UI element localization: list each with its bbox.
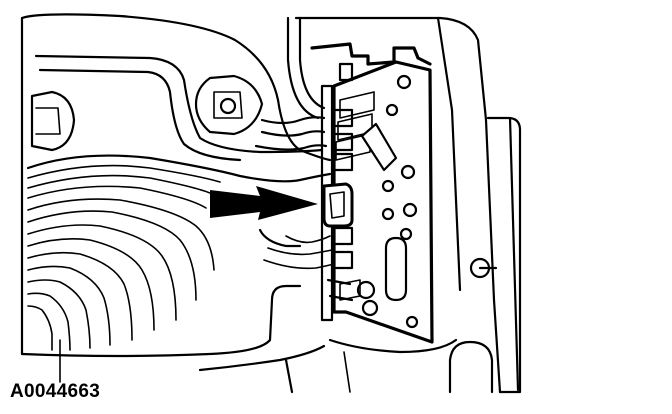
highlighted-terminal bbox=[322, 182, 354, 228]
key-slot bbox=[384, 236, 408, 302]
latch-tab bbox=[360, 122, 398, 172]
terminal-hole bbox=[396, 74, 412, 90]
lower-housing bbox=[328, 338, 494, 394]
figure-id-label: A0044663 bbox=[10, 381, 101, 402]
contour-body bbox=[20, 13, 332, 394]
retainer-clip-center bbox=[194, 74, 264, 136]
electrical-connector bbox=[310, 42, 434, 344]
wire-harness bbox=[254, 116, 335, 270]
outer-housing bbox=[286, 16, 522, 394]
retainer-clip-left bbox=[30, 90, 76, 152]
solid-arrow-pointer bbox=[210, 186, 318, 220]
